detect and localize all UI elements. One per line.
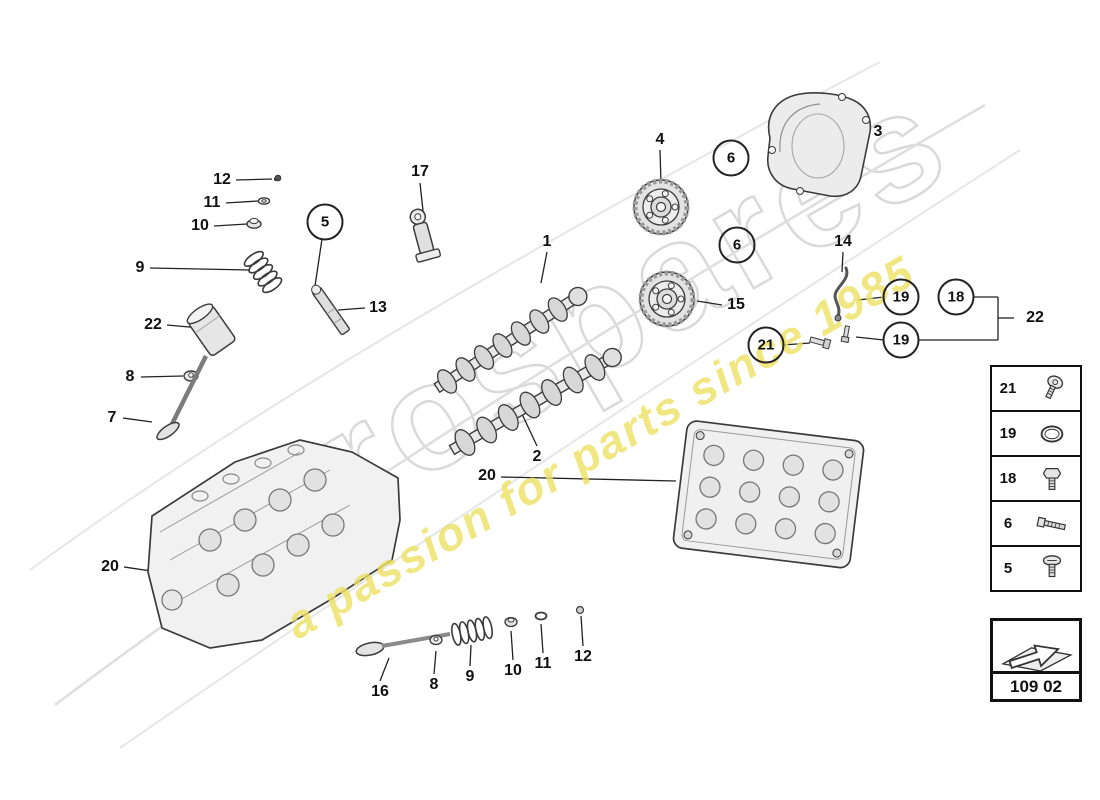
legend-item-18[interactable]: 18 xyxy=(990,457,1082,502)
callout-18-circled[interactable]: 18 xyxy=(937,278,975,316)
camshaft-cover xyxy=(767,92,872,198)
callout-7[interactable]: 7 xyxy=(107,409,117,426)
callout-22[interactable]: 22 xyxy=(144,316,162,333)
callout-6-circled-lower[interactable]: 6 xyxy=(718,226,756,264)
callout-19-circled-upper[interactable]: 19 xyxy=(882,278,920,316)
legend-item-19[interactable]: 19 xyxy=(990,412,1082,457)
callout-10-bottom[interactable]: 10 xyxy=(504,662,522,679)
valve-spring xyxy=(243,250,283,294)
callout-2[interactable]: 2 xyxy=(532,448,542,465)
flanged-bolt-icon xyxy=(1024,461,1080,497)
cylinder-head-top-view xyxy=(672,420,865,569)
support-stud xyxy=(311,284,350,336)
valve-keeper xyxy=(257,197,271,205)
camshaft-exhaust xyxy=(448,347,622,456)
torx-screw-icon xyxy=(1024,371,1080,407)
callout-16[interactable]: 16 xyxy=(371,683,389,700)
hex-bolt-icon xyxy=(1024,506,1080,542)
callout-1[interactable]: 1 xyxy=(542,233,552,250)
callout-4[interactable]: 4 xyxy=(655,131,665,148)
legend-label-18: 18 xyxy=(999,470,1017,487)
legend-label-21: 21 xyxy=(999,380,1017,397)
callout-20-right[interactable]: 20 xyxy=(478,467,496,484)
legend-item-6[interactable]: 6 xyxy=(990,502,1082,547)
callout-20-left[interactable]: 20 xyxy=(101,558,119,575)
cylinder-head xyxy=(147,439,401,649)
callout-19-circled-lower[interactable]: 19 xyxy=(882,321,920,359)
camshaft-sensor xyxy=(409,208,442,263)
callout-22-right[interactable]: 22 xyxy=(1026,309,1044,326)
pan-head-screw-icon xyxy=(1024,551,1080,587)
callout-3[interactable]: 3 xyxy=(873,123,883,140)
valve-stem-end xyxy=(274,174,282,182)
callout-10[interactable]: 10 xyxy=(191,217,209,234)
callout-12-bottom[interactable]: 12 xyxy=(574,648,592,665)
callout-5-circled[interactable]: 5 xyxy=(306,203,344,241)
camshaft-intake xyxy=(433,286,588,394)
callout-12[interactable]: 12 xyxy=(213,171,231,188)
exhaust-valve-kit xyxy=(355,605,585,657)
legend-label-6: 6 xyxy=(1003,515,1013,532)
legend-label-5: 5 xyxy=(1003,560,1013,577)
callout-21-circled[interactable]: 21 xyxy=(747,326,785,364)
callout-11-bottom[interactable]: 11 xyxy=(534,655,552,672)
callout-6-circled-upper[interactable]: 6 xyxy=(712,139,750,177)
legend-item-21[interactable]: 21 xyxy=(990,365,1082,412)
legend-item-5[interactable]: 5 xyxy=(990,547,1082,592)
diagram-code: 109 02 xyxy=(993,671,1079,700)
callout-14[interactable]: 14 xyxy=(834,233,852,250)
legend-label-19: 19 xyxy=(999,425,1017,442)
callout-11[interactable]: 11 xyxy=(203,194,221,211)
callout-17[interactable]: 17 xyxy=(411,163,429,180)
callout-8-bottom[interactable]: 8 xyxy=(429,676,439,693)
timing-gear-upper xyxy=(632,178,690,236)
direction-arrow-icon xyxy=(993,621,1079,671)
small-bolt-19 xyxy=(840,325,850,344)
fastener-legend: 21 19 18 xyxy=(990,365,1082,592)
o-ring-icon xyxy=(1024,416,1080,452)
spring-retainer xyxy=(246,217,262,229)
timing-gear-lower xyxy=(638,270,696,328)
bucket-tappet xyxy=(186,303,236,356)
leader-lines xyxy=(122,129,1014,682)
callout-15[interactable]: 15 xyxy=(727,296,745,313)
callout-13[interactable]: 13 xyxy=(369,299,387,316)
intake-valve xyxy=(156,354,209,441)
tensioner-rod xyxy=(833,266,849,322)
callout-9[interactable]: 9 xyxy=(135,259,145,276)
callout-8[interactable]: 8 xyxy=(125,368,135,385)
diagram-code-box[interactable]: 109 02 xyxy=(990,618,1082,702)
small-bolt-21 xyxy=(809,336,832,350)
callout-9-bottom[interactable]: 9 xyxy=(465,668,475,685)
